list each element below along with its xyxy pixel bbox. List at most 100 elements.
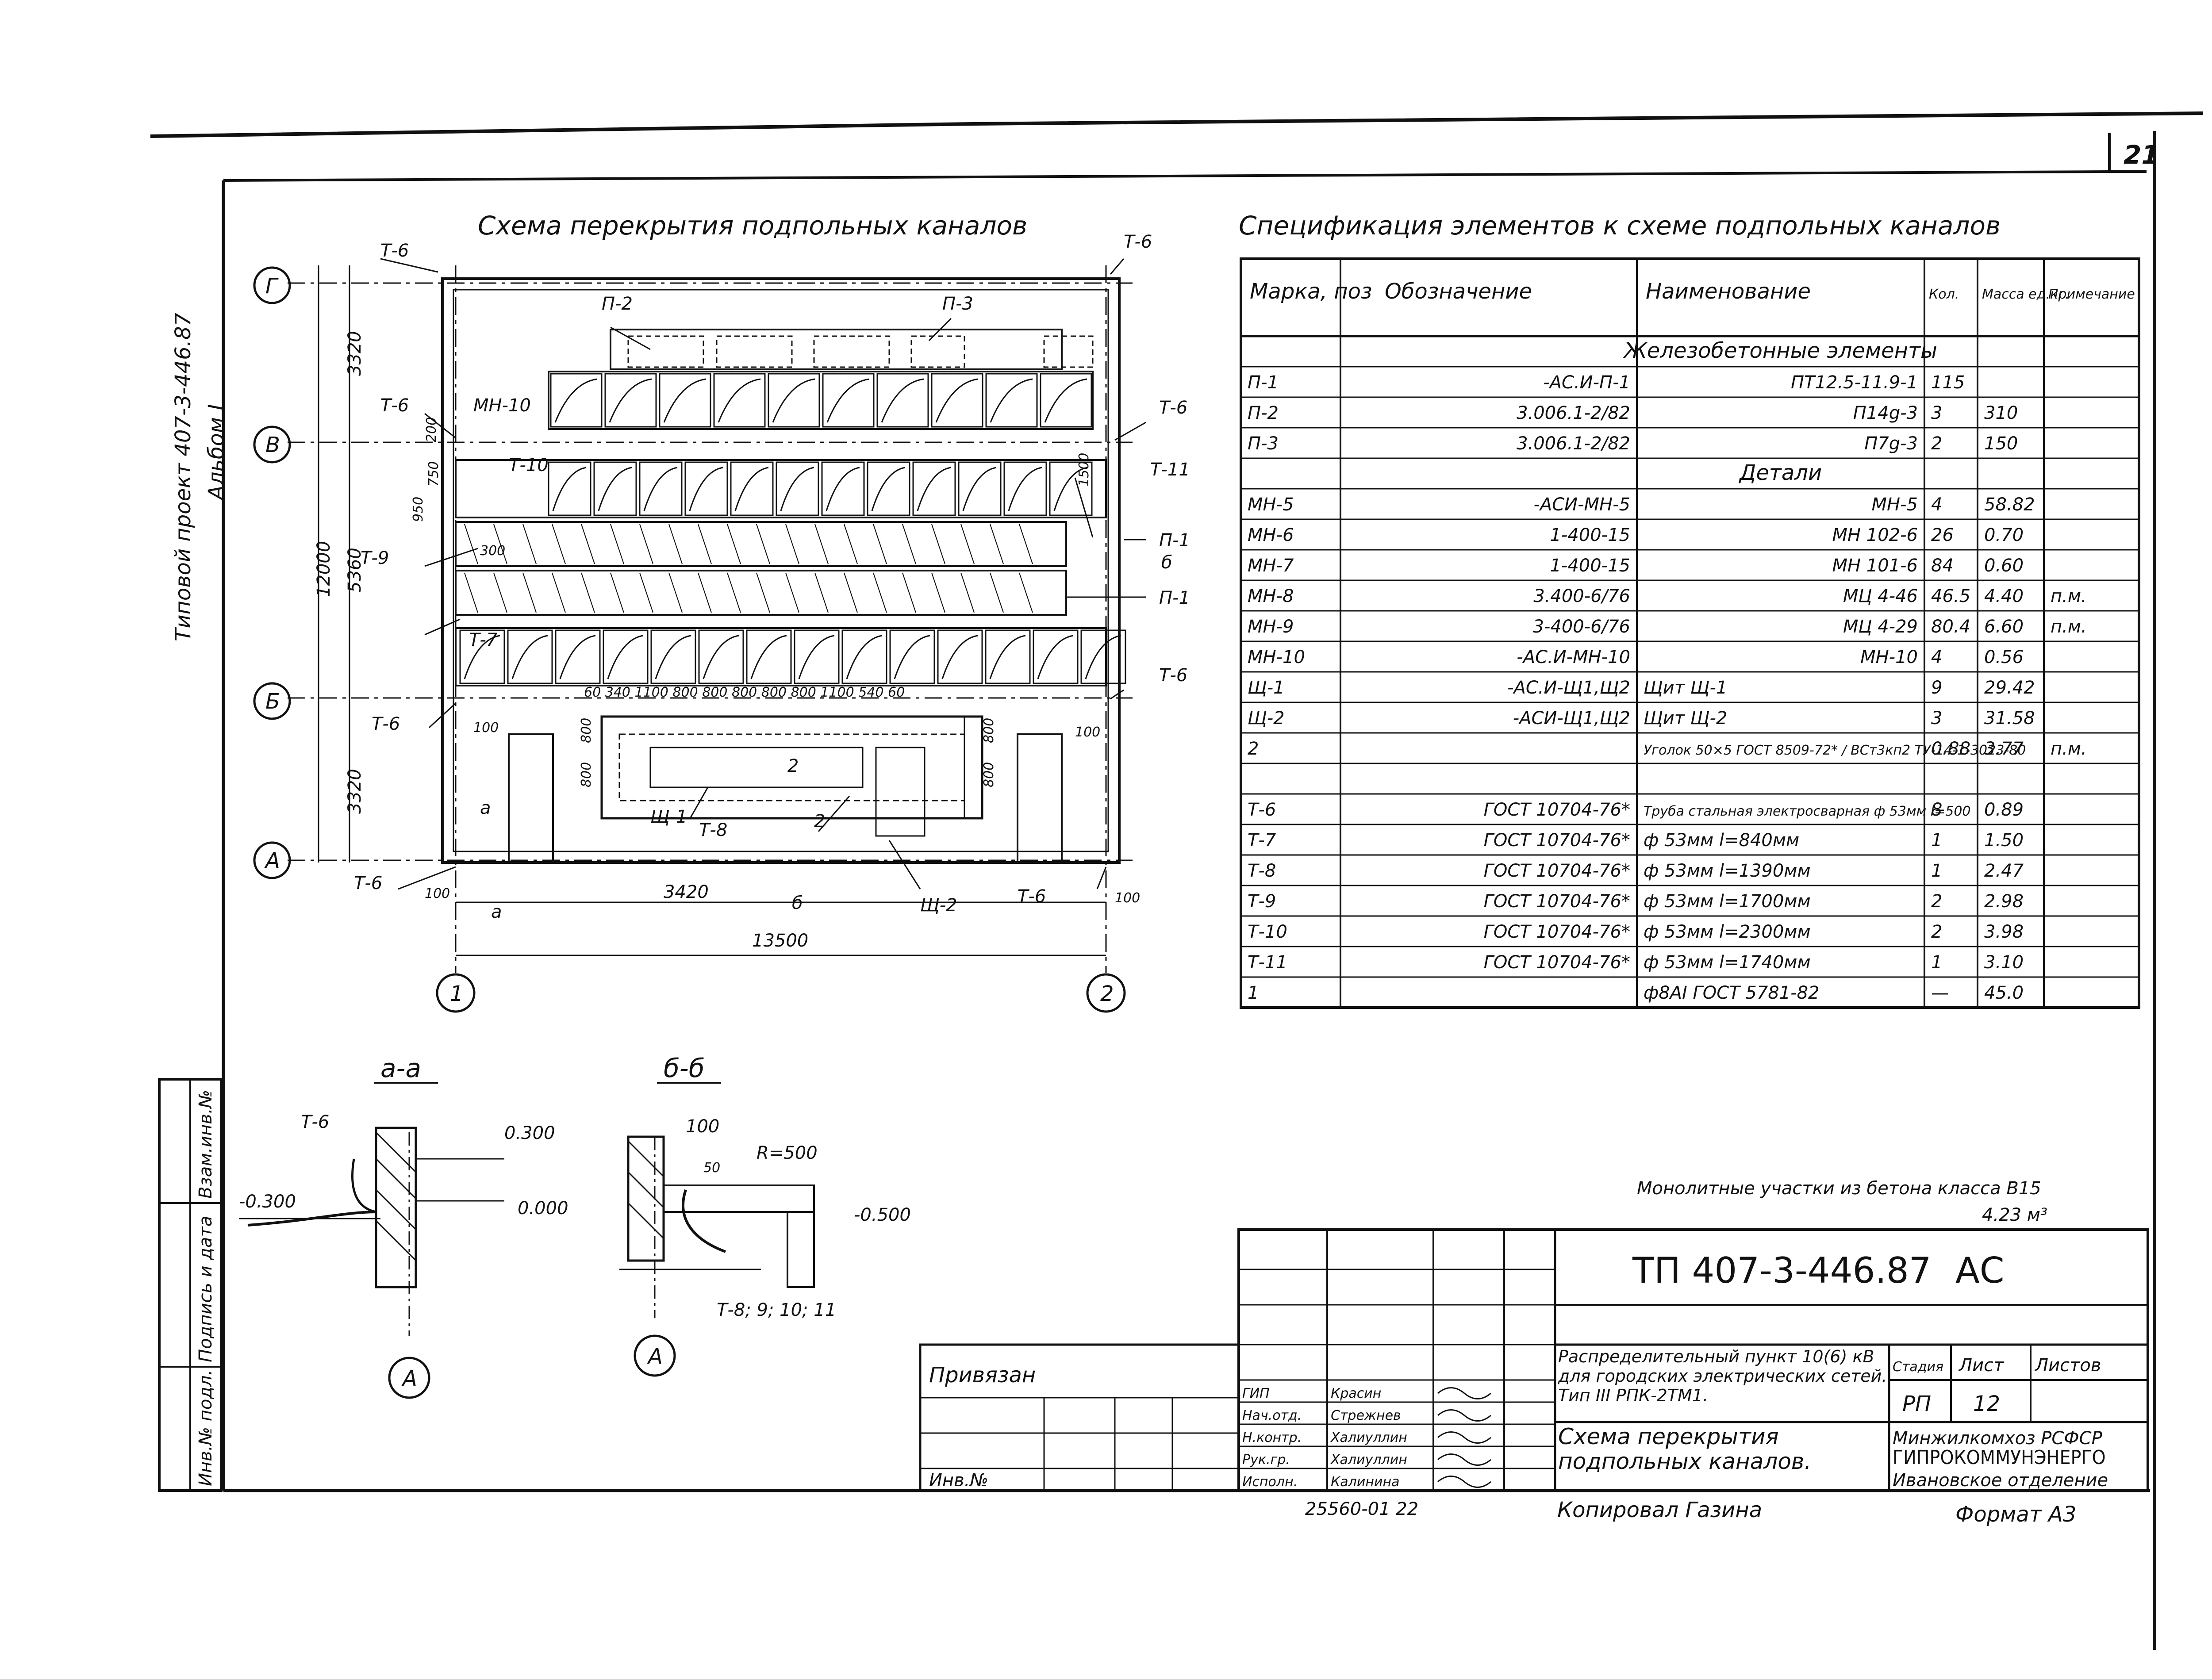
channel-hatch bbox=[464, 572, 478, 613]
spec-cell: МЦ 4-46 bbox=[1843, 586, 1918, 606]
spec-header-cell: Кол. bbox=[1929, 287, 1959, 302]
slab-cells bbox=[459, 373, 1126, 684]
label-t10: Т-10 bbox=[509, 455, 549, 475]
slab-cell-hatch bbox=[598, 467, 632, 511]
label-t6-4: Т-6 bbox=[1159, 398, 1187, 418]
spec-cell: 310 bbox=[1984, 403, 2018, 423]
channel-hatch bbox=[902, 572, 916, 613]
dim-3420: 3420 bbox=[664, 882, 709, 902]
slab-cell bbox=[985, 629, 1031, 684]
channel-hatch bbox=[844, 572, 858, 613]
slab-cell-hatch bbox=[464, 635, 500, 679]
spec-cell: П-1 bbox=[1248, 372, 1279, 393]
spec-cell: Т-9 bbox=[1248, 891, 1276, 912]
inner-top-border bbox=[223, 170, 2111, 182]
stamp-sheets-label: Листов bbox=[2034, 1355, 2101, 1376]
spec-cell: 2 bbox=[1931, 433, 1942, 454]
slab-cell bbox=[746, 629, 792, 684]
label-sh1: Щ-1 bbox=[650, 807, 687, 827]
slab-cell bbox=[841, 629, 887, 684]
slab-cell bbox=[459, 629, 505, 684]
spec-cell: 45.0 bbox=[1984, 983, 2024, 1003]
section-aa-p0300: 0.300 bbox=[504, 1123, 555, 1143]
label-t6-2: Т-6 bbox=[1124, 232, 1152, 252]
spec-cell: 1 bbox=[1248, 983, 1259, 1003]
slab-cell-hatch bbox=[826, 467, 860, 511]
spec-cell: п.м. bbox=[2051, 739, 2087, 759]
dim-800-b: 800 bbox=[579, 718, 594, 743]
slab-cell bbox=[713, 373, 766, 428]
channel-hatch bbox=[639, 572, 653, 613]
channel-hatch bbox=[960, 524, 975, 564]
channel-hatch bbox=[464, 524, 478, 564]
stamp-role-name: Стрежнев bbox=[1331, 1408, 1401, 1423]
inventory-number: 25560-01 22 bbox=[1305, 1499, 1418, 1519]
channel-hatch bbox=[581, 524, 595, 564]
dim-12000: 12000 bbox=[314, 541, 334, 597]
label-2b: 2 bbox=[814, 811, 825, 832]
label-b-section-2: б bbox=[792, 893, 803, 913]
dim-13500: 13500 bbox=[752, 931, 808, 951]
spec-cell: 6.60 bbox=[1984, 617, 2024, 637]
spec-cell: 4 bbox=[1931, 647, 1942, 667]
spec-cell: 1.50 bbox=[1984, 830, 2024, 851]
section-bb-100: 100 bbox=[686, 1116, 719, 1137]
spec-header-cell: Примечание bbox=[2048, 287, 2135, 302]
spec-cell: Т-10 bbox=[1248, 922, 1287, 942]
section-aa-m0300: -0.300 bbox=[239, 1192, 296, 1212]
axis-b: Б bbox=[265, 689, 280, 714]
spec-cell: 3-400-6/76 bbox=[1533, 617, 1631, 637]
spec-cell: 46.5 bbox=[1931, 586, 1970, 606]
channel-hatch bbox=[610, 572, 624, 613]
slab-cell bbox=[958, 461, 1002, 516]
slab-cell-hatch bbox=[734, 467, 769, 511]
stamp-description: Распределительный пункт 10(6) кВ для гор… bbox=[1558, 1347, 1887, 1405]
channel-hatch bbox=[552, 572, 566, 613]
slab-cell bbox=[768, 373, 820, 428]
dim-5360: 5360 bbox=[345, 548, 365, 593]
spec-cell: ГОСТ 10704-76* bbox=[1484, 861, 1630, 881]
section-bb-r500: R=500 bbox=[757, 1143, 818, 1163]
axis-1: 1 bbox=[450, 981, 464, 1006]
slab-cell-hatch bbox=[881, 378, 924, 423]
dim-100-d: 100 bbox=[1075, 724, 1100, 740]
spec-cell: п.м. bbox=[2051, 586, 2087, 606]
channel-hatch bbox=[873, 572, 887, 613]
slab-cell bbox=[876, 373, 929, 428]
slab-cell bbox=[889, 629, 935, 684]
axis-v: В bbox=[265, 433, 280, 457]
stamp-role: Нач.отд. bbox=[1242, 1408, 1302, 1423]
section-bb-tlist: Т-8; 9; 10; 11 bbox=[717, 1300, 836, 1320]
spec-cell: 3.006.1-2/82 bbox=[1517, 403, 1630, 423]
channel-hatch bbox=[610, 524, 624, 564]
spec-cell: ГОСТ 10704-76* bbox=[1484, 952, 1630, 973]
spec-cell: ГОСТ 10704-76* bbox=[1484, 800, 1630, 820]
spec-cell: -АСИ-Щ1,Щ2 bbox=[1513, 708, 1630, 728]
slab-cell bbox=[985, 373, 1038, 428]
channel-hatch bbox=[844, 524, 858, 564]
channel-hatch bbox=[756, 572, 770, 613]
spec-cell: — bbox=[1931, 983, 1949, 1003]
stamp-sheet-no: 12 bbox=[1973, 1392, 2000, 1416]
signature-scribble bbox=[1437, 1431, 1491, 1444]
slab-cell bbox=[1049, 461, 1093, 516]
label-section-a2: а bbox=[491, 902, 502, 922]
spec-cell: 2.98 bbox=[1984, 891, 2024, 912]
spec-cell: 2 bbox=[1931, 922, 1942, 942]
section-bb-drawing bbox=[619, 1135, 815, 1377]
section-aa-t6: Т-6 bbox=[301, 1112, 329, 1132]
slab-cell bbox=[550, 373, 603, 428]
spec-header-cell: Наименование bbox=[1646, 279, 1811, 304]
slab-cell bbox=[867, 461, 910, 516]
label-sh2: Щ-2 bbox=[920, 895, 957, 916]
spec-header-cell: Обозначение bbox=[1385, 279, 1532, 304]
label-b-section: б bbox=[1161, 552, 1172, 573]
spec-cell: 3 bbox=[1931, 403, 1942, 423]
stamp-role: ГИП bbox=[1242, 1386, 1270, 1401]
spec-cell: ПТ12.5-11.9-1 bbox=[1791, 372, 1918, 393]
spec-cell: Щит Щ-1 bbox=[1644, 678, 1727, 698]
channel-hatch bbox=[522, 524, 537, 564]
spec-cell: 1-400-15 bbox=[1550, 556, 1630, 576]
stamp-inv: Инв.№ bbox=[929, 1470, 988, 1491]
slab-cell bbox=[603, 629, 649, 684]
